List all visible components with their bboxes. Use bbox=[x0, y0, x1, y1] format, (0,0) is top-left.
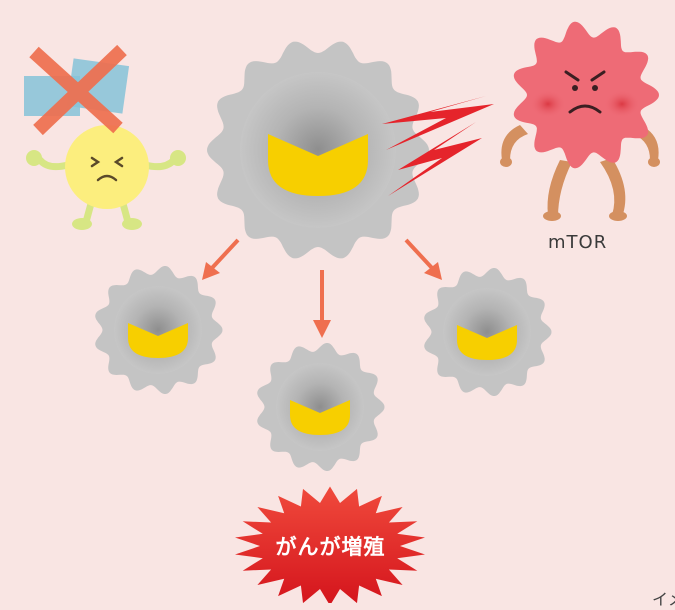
mtor-eye bbox=[592, 85, 598, 91]
corner-caption: イメ bbox=[652, 590, 675, 609]
lightning-icon bbox=[382, 96, 494, 196]
cell-nucleus bbox=[268, 134, 368, 196]
arrow-down-icon bbox=[404, 238, 442, 280]
main-cancer-cell bbox=[207, 41, 429, 259]
daughter-cell-right bbox=[424, 268, 552, 396]
mtor-arms bbox=[500, 125, 660, 167]
cell-nucleus bbox=[457, 325, 517, 360]
mtor-cheek bbox=[530, 90, 566, 118]
x-mark-icon bbox=[29, 44, 127, 136]
mtor-eye bbox=[572, 85, 578, 91]
suppressor-face bbox=[90, 156, 124, 182]
mtor-face bbox=[564, 70, 606, 114]
division-arrows bbox=[202, 238, 442, 338]
mtor-character bbox=[500, 21, 660, 221]
mtor-legs bbox=[543, 158, 627, 221]
sad-suppressor-character-icon bbox=[65, 125, 149, 209]
arrow-down-icon bbox=[313, 270, 331, 338]
cell-shading bbox=[276, 363, 364, 451]
arrow-down-icon bbox=[202, 238, 240, 280]
cell-nucleus bbox=[128, 323, 188, 358]
cell-shading bbox=[114, 286, 202, 374]
daughter-cell-center bbox=[257, 343, 385, 471]
suppressor-character bbox=[24, 44, 186, 230]
mtor-label: mTOR bbox=[548, 232, 608, 253]
cell-shading bbox=[240, 72, 396, 228]
proliferation-burst bbox=[235, 486, 425, 603]
mtor-cheek bbox=[604, 90, 640, 118]
angry-mtor-character-icon bbox=[513, 21, 659, 169]
suppressor-hands bbox=[26, 150, 186, 230]
cell-nucleus bbox=[290, 400, 350, 435]
proliferation-label: がんが増殖 bbox=[275, 535, 386, 559]
explosion-burst-icon bbox=[235, 486, 425, 603]
daughter-cell-left bbox=[95, 266, 223, 394]
cell-shading bbox=[443, 288, 531, 376]
